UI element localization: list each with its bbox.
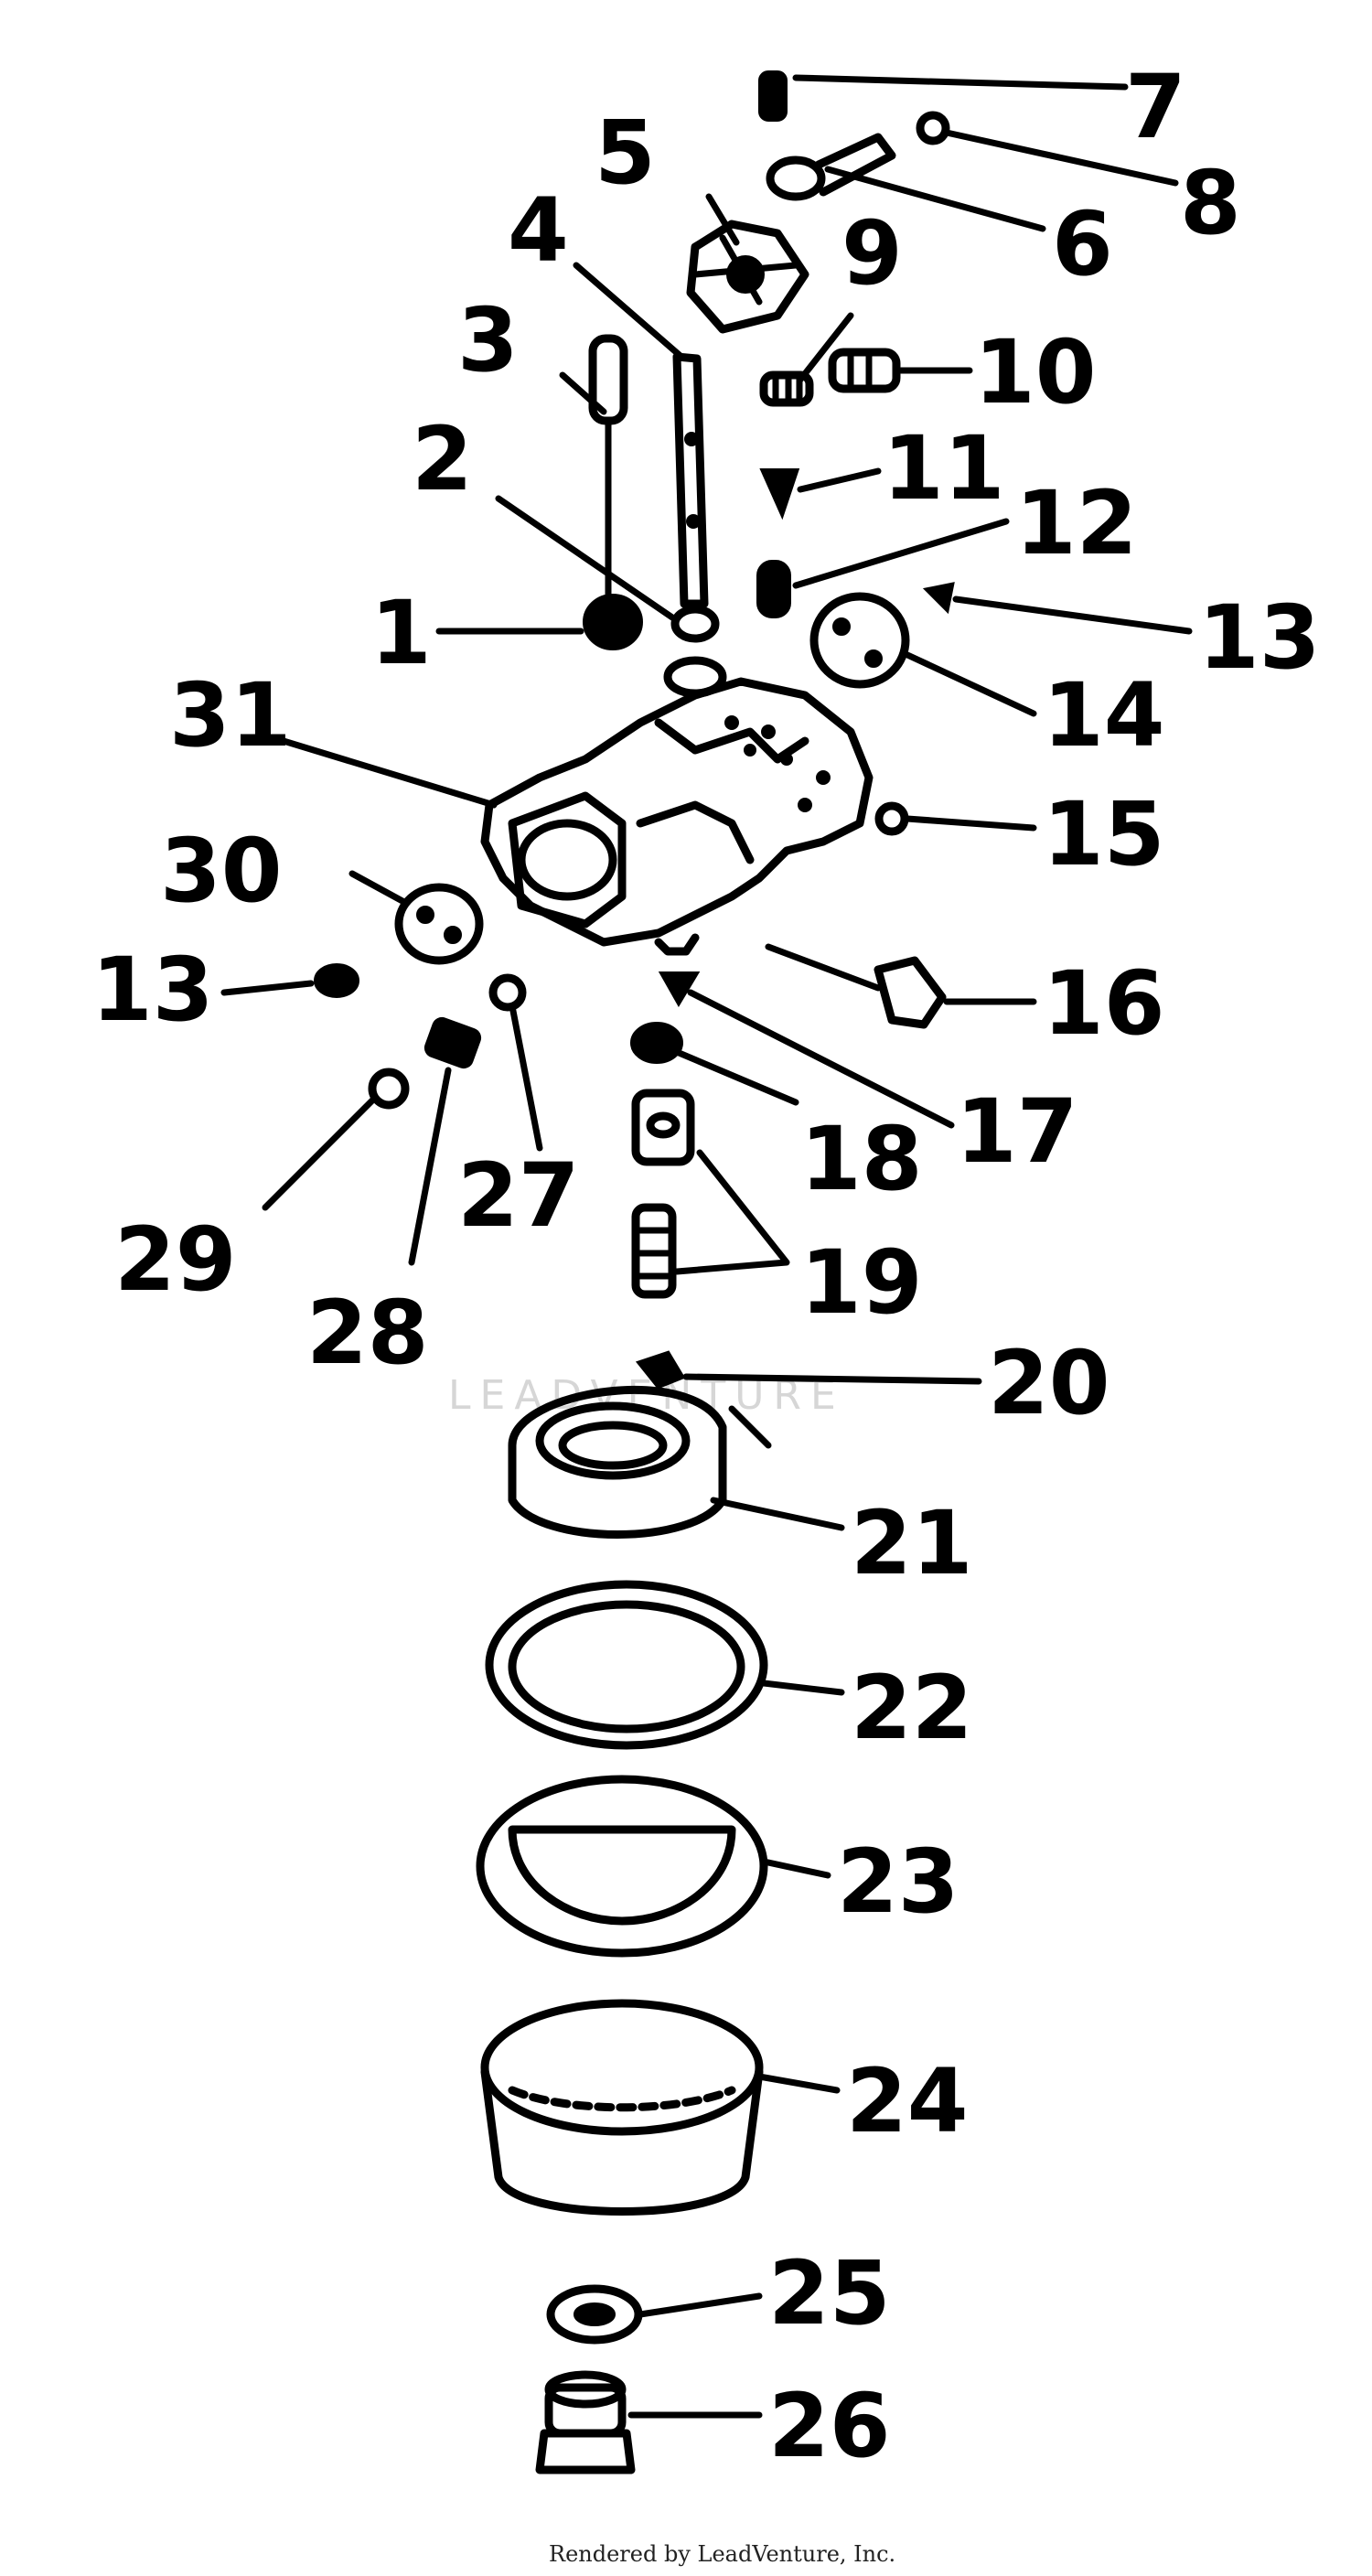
callout-14: 14	[1043, 664, 1165, 767]
part-23-baffle	[476, 1775, 768, 1958]
part-12-seat	[756, 560, 791, 618]
part-18-gasket	[630, 1022, 683, 1064]
part-24-float-bowl	[480, 1999, 764, 2216]
part-27-pin	[488, 973, 527, 1012]
leader-lines	[220, 74, 1193, 2419]
callout-18: 18	[800, 1108, 923, 1210]
part-11-needle	[759, 468, 800, 521]
part-2-washer	[670, 605, 720, 643]
part-8-clip	[916, 111, 950, 145]
callout-5: 5	[595, 102, 656, 204]
callout-13-right: 13	[1198, 586, 1321, 689]
callout-30: 30	[160, 820, 283, 922]
callout-3: 3	[457, 289, 519, 392]
part-13-screw-left	[314, 963, 359, 998]
footer-credit: Rendered by LeadVenture, Inc.	[549, 2541, 895, 2567]
part-3-choke-shaft	[588, 334, 628, 598]
callout-17: 17	[956, 1080, 1078, 1183]
callout-15: 15	[1043, 783, 1165, 886]
callout-1: 1	[370, 582, 432, 684]
callout-20: 20	[988, 1332, 1110, 1434]
part-14-welch-plug	[809, 592, 910, 689]
part-7-screw	[758, 70, 788, 122]
callout-11: 11	[883, 417, 1005, 520]
part-9-spring	[759, 370, 814, 407]
callout-27: 27	[457, 1144, 580, 1247]
callout-21: 21	[851, 1492, 973, 1594]
callout-31: 31	[169, 664, 292, 767]
callout-28: 28	[306, 1282, 429, 1384]
part-28-spring	[423, 1016, 482, 1069]
part-16-choke-shaft	[765, 943, 947, 1029]
callout-8: 8	[1180, 152, 1241, 254]
part-4-shaft	[672, 352, 709, 608]
callout-24: 24	[846, 2050, 969, 2152]
part-1-plug	[583, 594, 643, 650]
part-21-float	[508, 1386, 727, 1539]
part-10-idle-screw	[828, 348, 901, 393]
callout-26: 26	[768, 2375, 891, 2477]
part-29-screw	[368, 1068, 410, 1110]
callout-7: 7	[1125, 56, 1186, 158]
part-26-bowl-nut	[535, 2370, 636, 2474]
callout-12: 12	[1015, 472, 1138, 574]
part-25-washer	[546, 2284, 643, 2345]
callout-19: 19	[800, 1231, 923, 1334]
part-19-nozzle	[631, 1089, 695, 1299]
callout-10: 10	[974, 321, 1097, 424]
parts	[314, 70, 955, 2474]
callout-25: 25	[768, 2242, 891, 2345]
part-6-lever	[766, 133, 896, 201]
callout-6: 6	[1052, 193, 1113, 295]
callout-4: 4	[508, 179, 569, 282]
callout-9: 9	[841, 202, 903, 305]
callout-29: 29	[114, 1208, 237, 1311]
part-15-o-ring	[874, 801, 909, 836]
callout-22: 22	[851, 1657, 973, 1759]
part-22-gasket	[485, 1580, 768, 1750]
part-31-carburetor-body	[480, 656, 874, 956]
part-13-screw-right	[922, 582, 955, 615]
callout-13-left: 13	[91, 939, 214, 1041]
part-17-washer	[658, 971, 701, 1007]
callout-2: 2	[412, 408, 473, 510]
part-5-throttle-plate	[686, 220, 809, 334]
callout-16: 16	[1043, 952, 1165, 1055]
part-30-welch-plug	[394, 883, 484, 965]
part-20-lever	[635, 1350, 772, 1449]
callout-labels: 1 2 3 4 5 6 7 8 9 10 11 12 13 14 15 16 1…	[91, 56, 1321, 2477]
callout-23: 23	[837, 1830, 959, 1933]
